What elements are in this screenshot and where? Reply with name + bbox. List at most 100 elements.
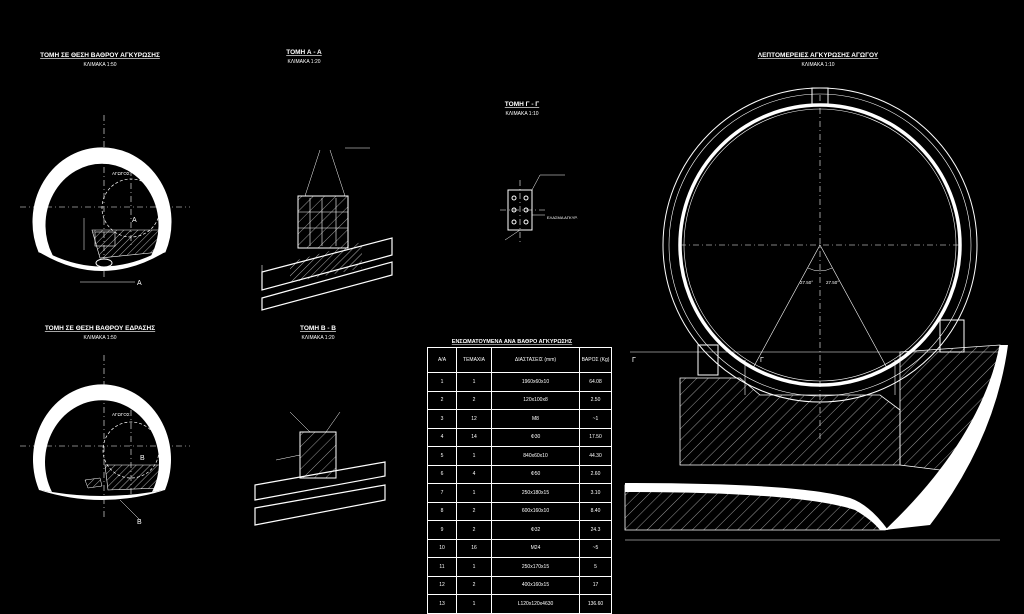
table-cell: 10 bbox=[427, 538, 457, 558]
table-header: ΤΕΜΑΧΙΑ bbox=[456, 347, 492, 373]
table-cell: 1 bbox=[456, 372, 492, 392]
pipe-label: ΑΓΩΓΟΣ bbox=[112, 171, 130, 176]
table-cell: 9 bbox=[427, 520, 457, 540]
table-header: ΔΙΑΣΤΑΣΕΙΣ (mm) bbox=[491, 347, 580, 373]
table-cell: Μ24 bbox=[491, 538, 580, 558]
table-cell: 2.60 bbox=[579, 464, 612, 484]
table-cell: 4 bbox=[456, 464, 492, 484]
section-gg-drawing: ΕΛΑΣΜΑ ΑΓΚΥΡ. bbox=[500, 174, 578, 245]
key-b-bottom: Β bbox=[137, 519, 142, 526]
table-cell: 5 bbox=[579, 557, 612, 577]
table-cell: 840x60x10 bbox=[491, 446, 580, 466]
table-cell: 6 bbox=[427, 464, 457, 484]
table-cell: 250x180x15 bbox=[491, 483, 580, 503]
table-cell: 8.40 bbox=[579, 501, 612, 521]
table-cell: 2 bbox=[456, 390, 492, 410]
table-cell: 2 bbox=[456, 520, 492, 540]
table-cell: 1 bbox=[456, 594, 492, 614]
key-g-right: Γ bbox=[760, 357, 764, 364]
bearing-section-title: ΤΟΜΗ ΣΕ ΘΕΣΗ ΒΑΘΡΟΥ ΕΔΡΑΣΗΣ bbox=[45, 325, 155, 332]
table-cell: 1 bbox=[427, 372, 457, 392]
table-cell: 2 bbox=[456, 575, 492, 595]
table-cell: 120x100x8 bbox=[491, 390, 580, 410]
embedded-parts-table: Α/Α ΤΕΜΑΧΙΑ ΔΙΑΣΤΑΣΕΙΣ (mm) ΒΑΡΟΣ (Kg) 1… bbox=[427, 347, 612, 614]
angle-left: 27.50° bbox=[800, 280, 813, 285]
details-scale: ΚΛΙΜΑΚΑ 1:10 bbox=[801, 62, 834, 68]
table-cell: 14 bbox=[456, 427, 492, 447]
anchor-section-title: ΤΟΜΗ ΣΕ ΘΕΣΗ ΒΑΘΡΟΥ ΑΓΚΥΡΩΣΗΣ bbox=[40, 52, 160, 59]
table-cell: Φ30 bbox=[491, 427, 580, 447]
table-cell: 13 bbox=[427, 594, 457, 614]
table-header: ΒΑΡΟΣ (Kg) bbox=[579, 347, 612, 373]
table-cell: 3 bbox=[427, 409, 457, 429]
table-cell: 400x160x15 bbox=[491, 575, 580, 595]
table-cell: 4 bbox=[427, 427, 457, 447]
table-cell: 64.08 bbox=[579, 372, 612, 392]
table-cell: 1 bbox=[456, 483, 492, 503]
section-bb-scale: ΚΛΙΜΑΚΑ 1:20 bbox=[301, 335, 334, 341]
anchor-section-scale: ΚΛΙΜΑΚΑ 1:50 bbox=[83, 62, 116, 68]
table-cell: 600x160x10 bbox=[491, 501, 580, 521]
table-cell: Φ50 bbox=[491, 464, 580, 484]
table-cell: 1 bbox=[456, 446, 492, 466]
anchor-section-drawing: ΑΓΩΓΟΣ Α Α bbox=[20, 115, 190, 287]
section-aa-title: ΤΟΜΗ Α - Α bbox=[286, 49, 322, 56]
table-cell: 5 bbox=[427, 446, 457, 466]
table-cell: 2 bbox=[427, 390, 457, 410]
table-cell: 12 bbox=[427, 575, 457, 595]
bearing-section-scale: ΚΛΙΜΑΚΑ 1:50 bbox=[83, 335, 116, 341]
table-cell: L120x120x4630 bbox=[491, 594, 580, 614]
section-aa-scale: ΚΛΙΜΑΚΑ 1:20 bbox=[287, 59, 320, 65]
section-gg-title: ΤΟΜΗ Γ - Γ bbox=[505, 101, 540, 108]
key-g-left: Γ bbox=[632, 357, 636, 364]
section-gg-scale: ΚΛΙΜΑΚΑ 1:10 bbox=[505, 111, 538, 117]
table-header: Α/Α bbox=[427, 347, 457, 373]
table-title: ΕΝΣΩΜΑΤΟΥΜΕΝΑ ΑΝΑ ΒΑΘΡΟ ΑΓΚΥΡΩΣΗΣ bbox=[452, 339, 573, 345]
table-cell: 7 bbox=[427, 483, 457, 503]
table-cell: 8 bbox=[427, 501, 457, 521]
table-cell: 1960x60x10 bbox=[491, 372, 580, 392]
table-cell: 12 bbox=[456, 409, 492, 429]
key-a-bottom: Α bbox=[137, 280, 142, 287]
section-aa-drawing bbox=[261, 147, 393, 311]
anchor-plate-label: ΕΛΑΣΜΑ ΑΓΚΥΡ. bbox=[547, 215, 578, 220]
details-drawing: 27.50° 27.50° Γ Γ bbox=[624, 87, 1008, 541]
table-cell: 2.50 bbox=[579, 390, 612, 410]
key-a-top: Α bbox=[132, 217, 137, 224]
table-cell: 11 bbox=[427, 557, 457, 577]
table-cell: 2 bbox=[456, 501, 492, 521]
table-cell: 250x170x15 bbox=[491, 557, 580, 577]
drawing-canvas: ΤΟΜΗ ΣΕ ΘΕΣΗ ΒΑΘΡΟΥ ΑΓΚΥΡΩΣΗΣ ΚΛΙΜΑΚΑ 1:… bbox=[20, 49, 1008, 541]
table-cell: 1 bbox=[456, 557, 492, 577]
table-cell: 17 bbox=[579, 575, 612, 595]
table-cell: 17.50 bbox=[579, 427, 612, 447]
pipe-label-2: ΑΓΩΓΟΣ bbox=[112, 412, 130, 417]
table-cell: 24.3 bbox=[579, 520, 612, 540]
table-header-row: Α/Α ΤΕΜΑΧΙΑ ΔΙΑΣΤΑΣΕΙΣ (mm) ΒΑΡΟΣ (Kg) bbox=[427, 347, 612, 373]
table-cell: 16 bbox=[456, 538, 492, 558]
table-cell: ~5 bbox=[579, 538, 612, 558]
details-title: ΛΕΠΤΟΜΕΡΕΙΕΣ ΑΓΚΥΡΩΣΗΣ ΑΓΩΓΟΥ bbox=[758, 52, 879, 59]
table-cell: ~1 bbox=[579, 409, 612, 429]
bearing-section-drawing: ΑΓΩΓΟΣ Β Β bbox=[20, 355, 190, 526]
section-bb-title: ΤΟΜΗ Β - Β bbox=[300, 325, 336, 332]
key-b-top: Β bbox=[140, 455, 145, 462]
table-cell: 136.60 bbox=[579, 594, 612, 614]
table-cell: 3.10 bbox=[579, 483, 612, 503]
section-bb-drawing bbox=[254, 411, 386, 526]
table-cell: Μ8 bbox=[491, 409, 580, 429]
